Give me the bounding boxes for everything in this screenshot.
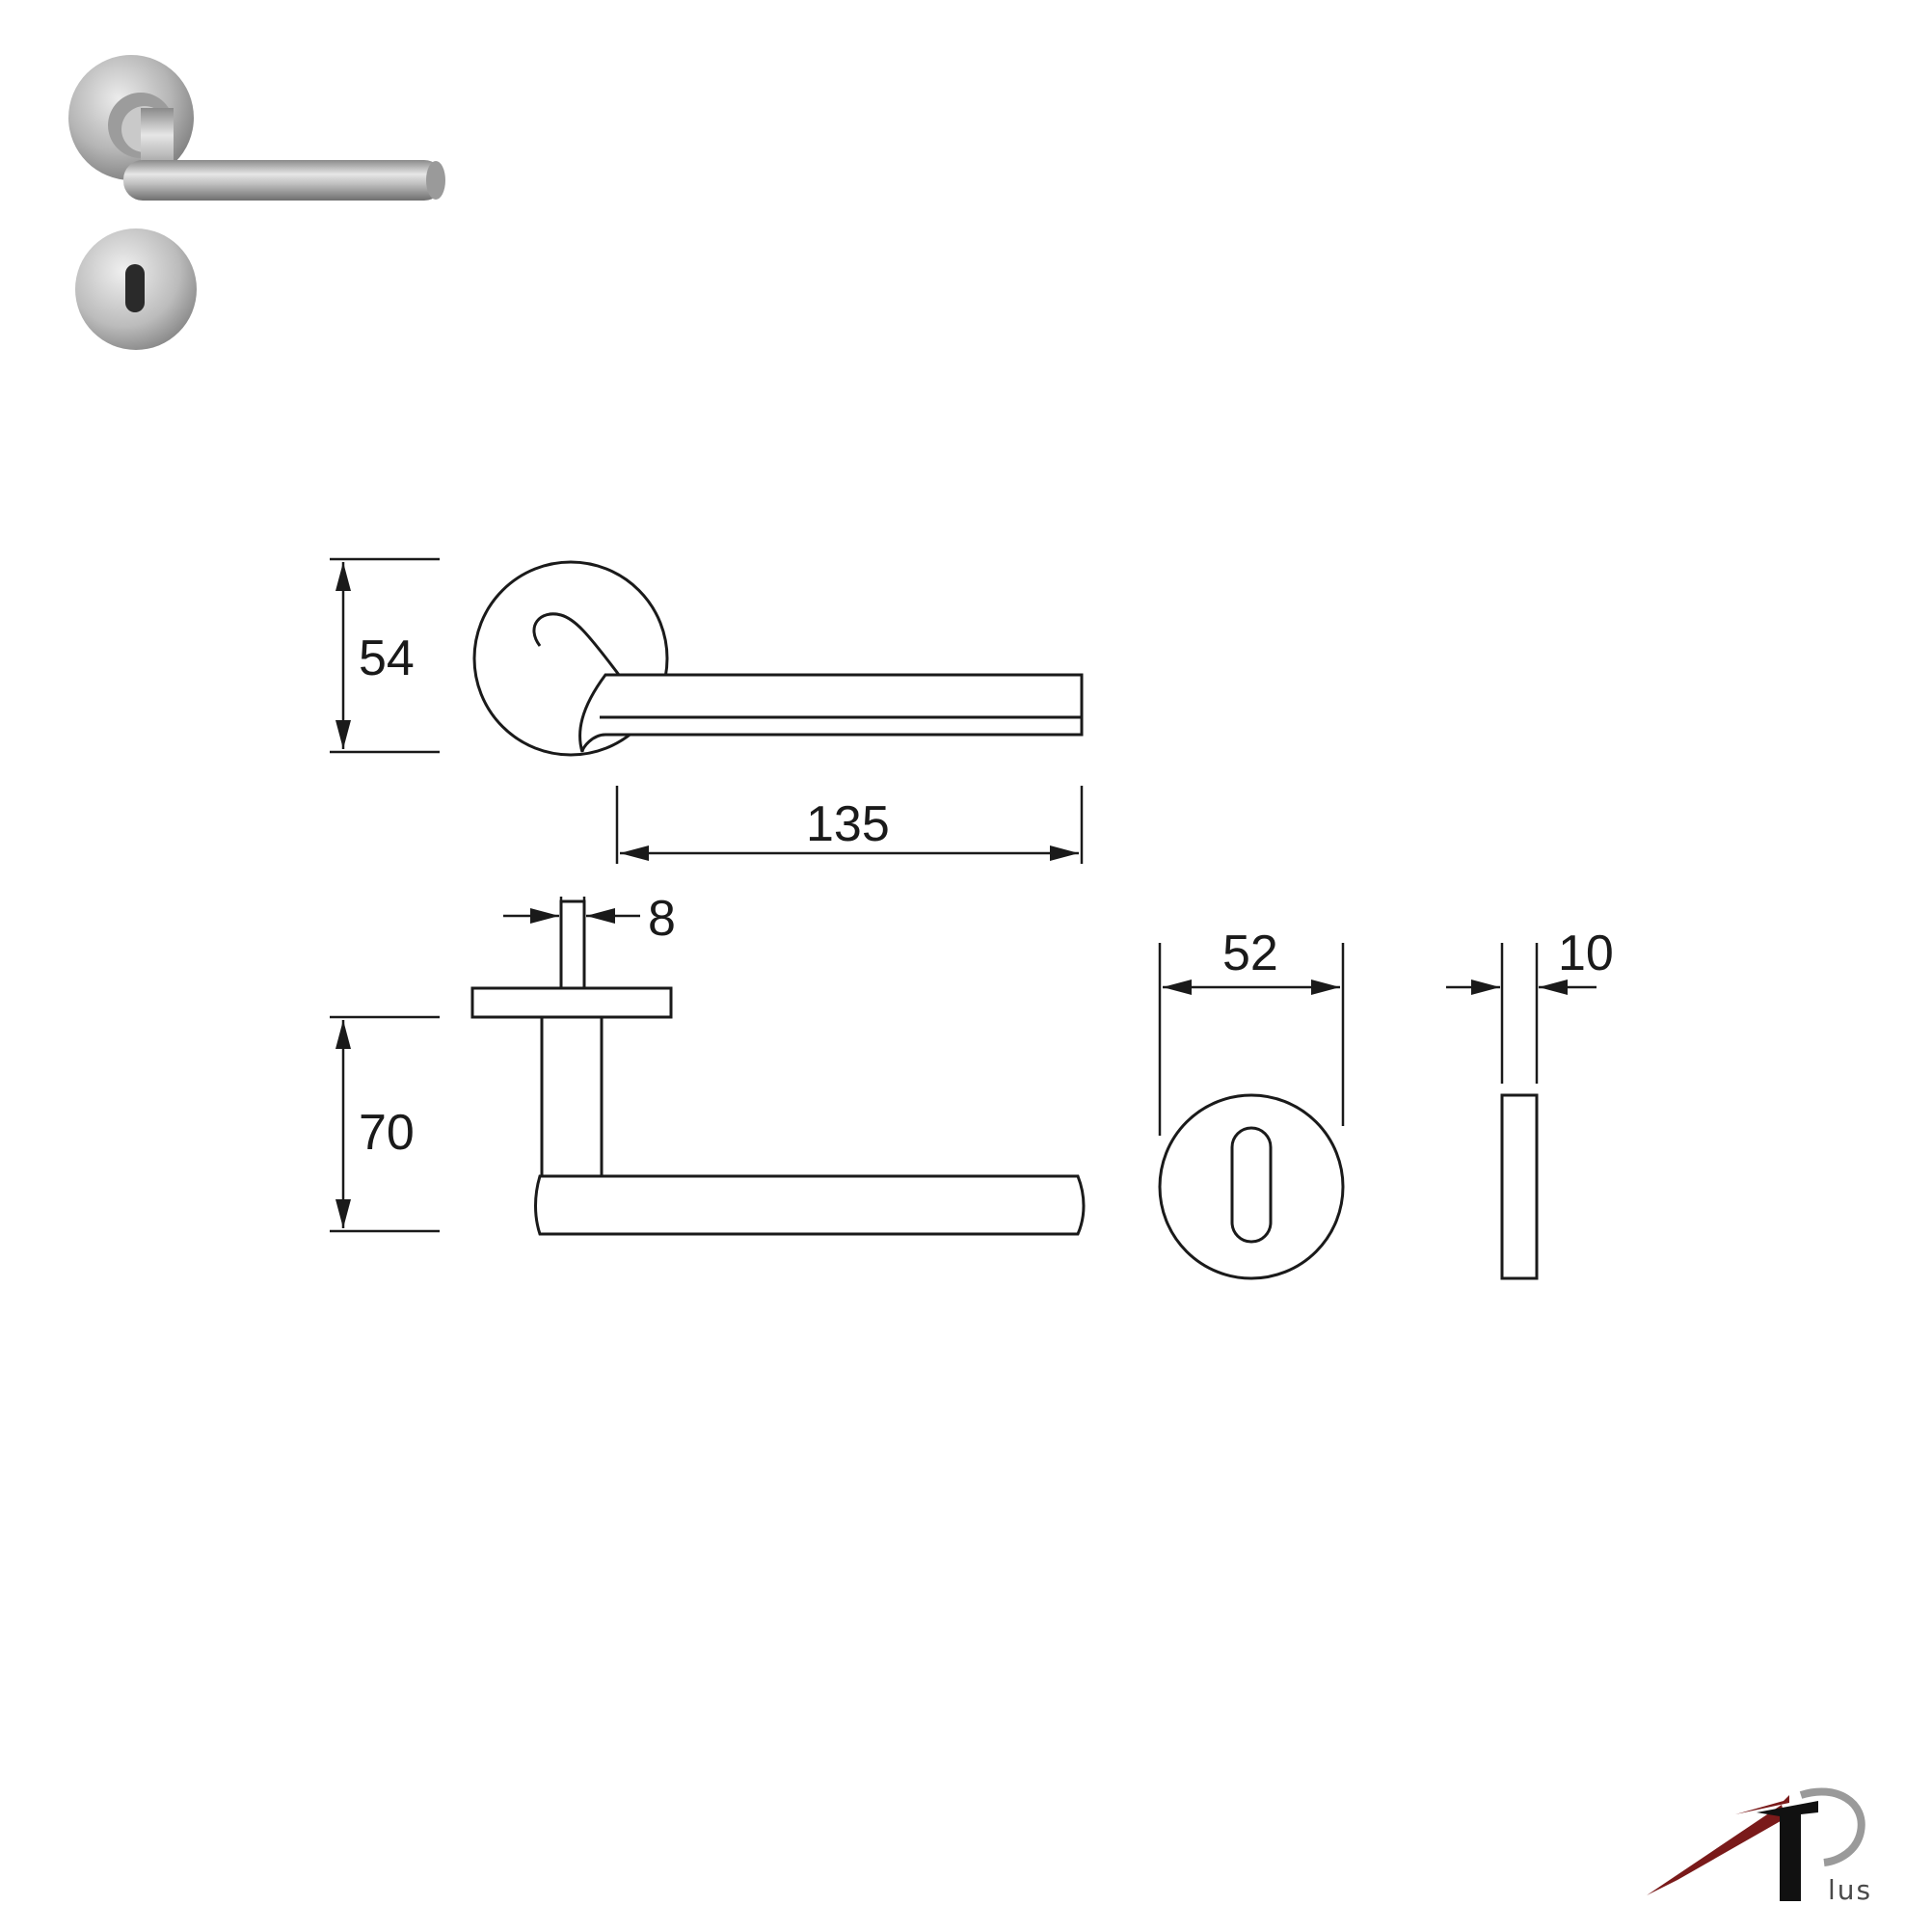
escutcheon-outline bbox=[1158, 1093, 1345, 1280]
spindle-outline bbox=[559, 899, 586, 990]
dimension-lever-length bbox=[615, 786, 1084, 864]
lever-side-outline bbox=[534, 1174, 1086, 1236]
lever-handle-rose-photo bbox=[68, 55, 445, 201]
atp-logo: lus bbox=[1647, 1787, 1872, 1906]
side-view-drawing bbox=[470, 899, 1086, 1236]
escutcheon-photo bbox=[75, 228, 197, 350]
top-view-drawing bbox=[472, 560, 1084, 757]
label-spindle-width: 8 bbox=[648, 891, 676, 947]
label-escutcheon-thickness: 10 bbox=[1558, 926, 1614, 981]
dimension-escutcheon-thickness bbox=[1446, 943, 1597, 1084]
lever-outline bbox=[578, 673, 1084, 753]
label-lever-length: 135 bbox=[806, 796, 890, 852]
rose-plate-outline bbox=[470, 986, 673, 1019]
dimension-spindle-width bbox=[503, 897, 640, 935]
logo-suffix-text: lus bbox=[1828, 1874, 1872, 1906]
dimension-rose-diameter bbox=[330, 557, 440, 754]
escutcheon-side-drawing bbox=[1500, 1093, 1539, 1280]
dimension-escutcheon-diameter bbox=[1158, 943, 1345, 1136]
neck-side-outline bbox=[540, 1015, 604, 1178]
escutcheon-side-outline bbox=[1500, 1093, 1539, 1280]
rose-outline bbox=[472, 560, 669, 757]
label-lever-height: 70 bbox=[359, 1105, 415, 1161]
logo-red-swoosh bbox=[1647, 1805, 1785, 1895]
label-escutcheon-diameter: 52 bbox=[1222, 926, 1278, 981]
logo-p-curve bbox=[1799, 1787, 1865, 1866]
dimension-lever-height bbox=[330, 1015, 440, 1233]
keyhole-outline bbox=[1230, 1126, 1273, 1244]
label-rose-diameter: 54 bbox=[359, 631, 415, 686]
neck-outline bbox=[532, 612, 621, 676]
logo-t-shape bbox=[1757, 1801, 1818, 1901]
escutcheon-front-drawing bbox=[1158, 1093, 1345, 1280]
